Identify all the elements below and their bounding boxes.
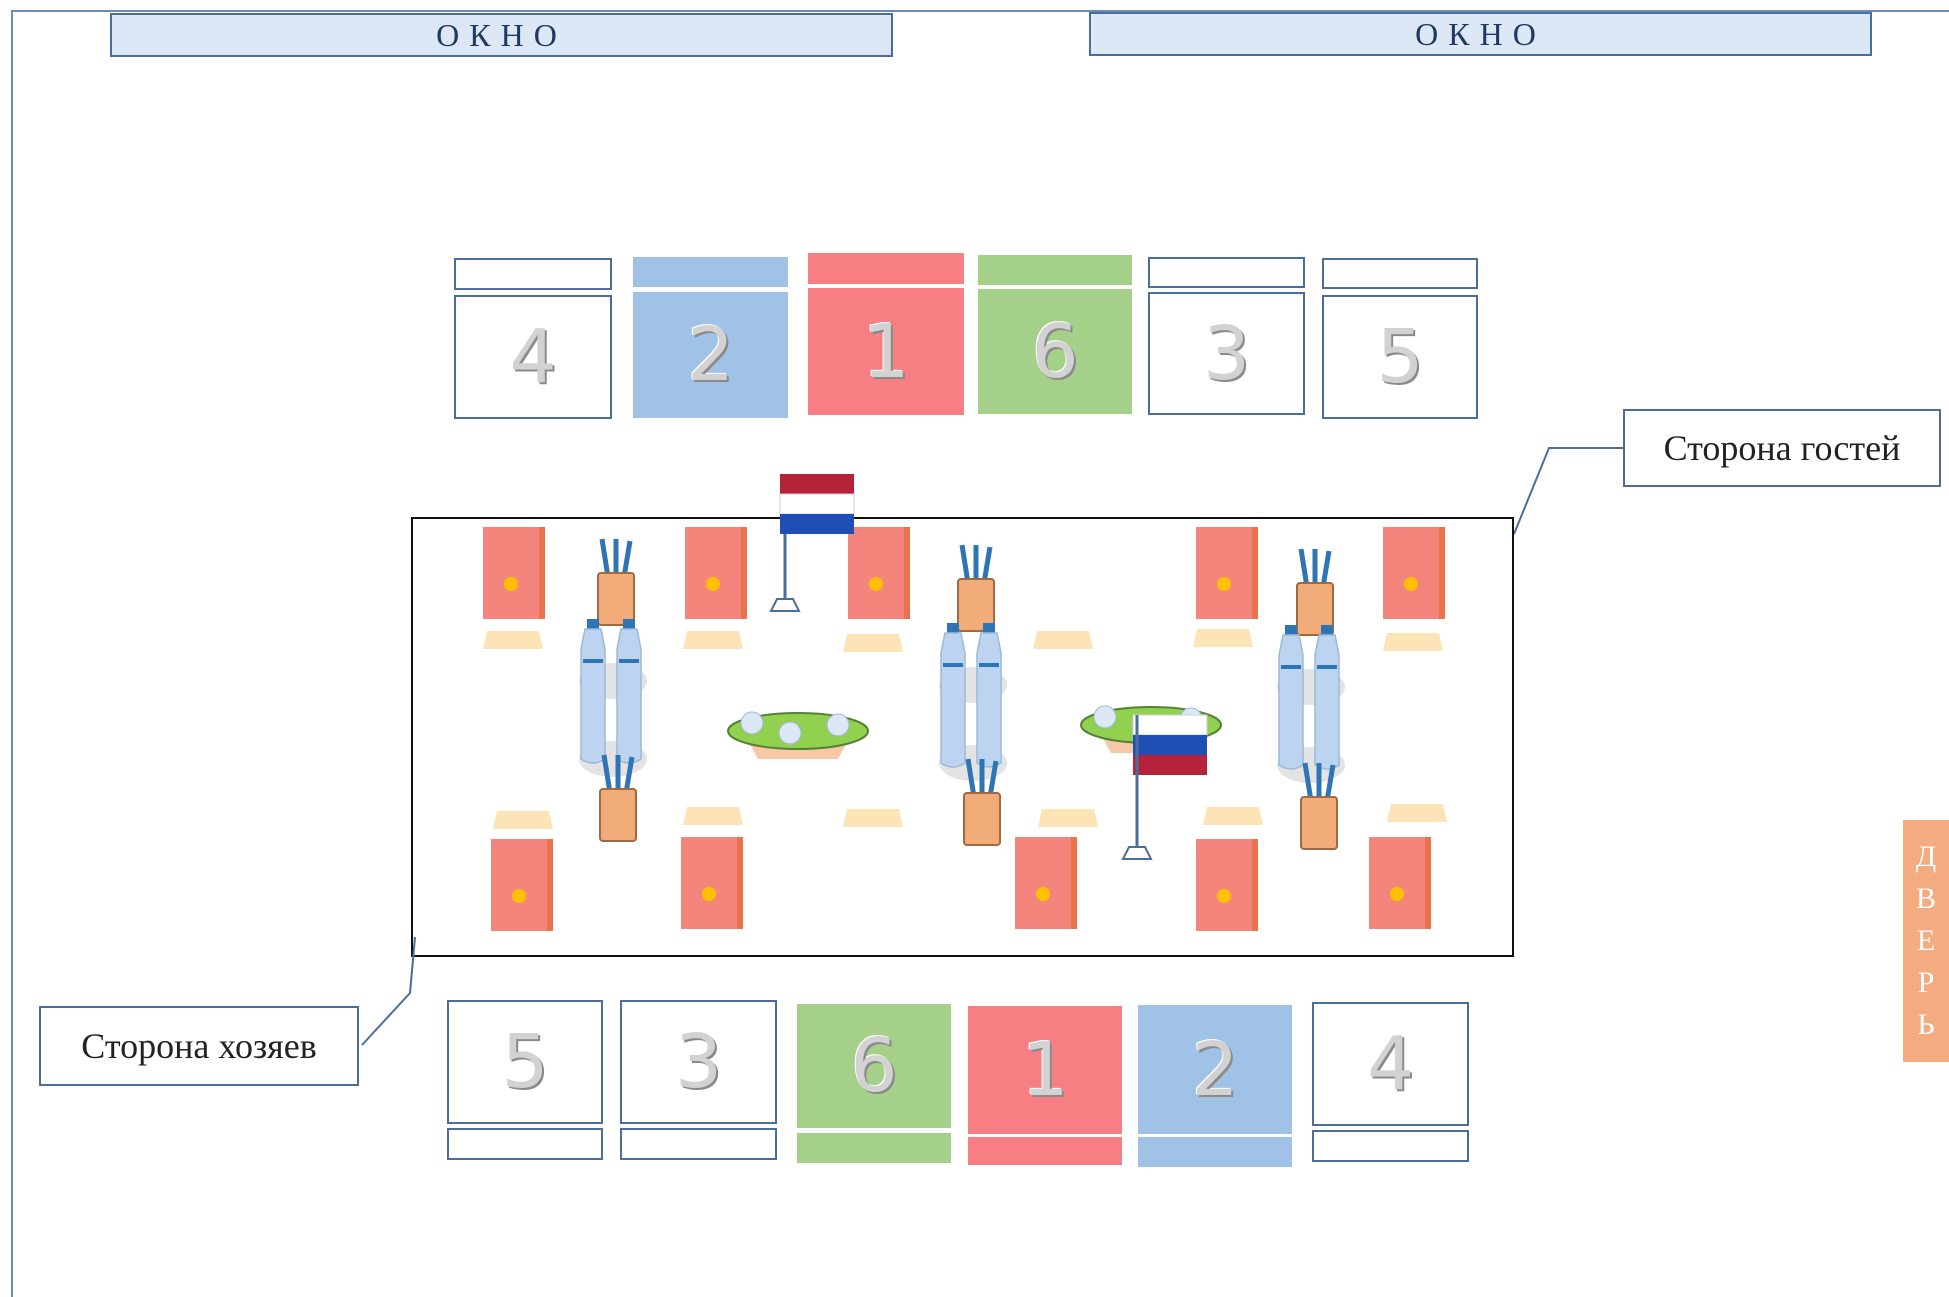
seat-name-strip [1322,258,1478,289]
guest-seat-2[interactable]: 2 [633,292,788,418]
folder-icon [681,837,743,929]
water-bottles-icon [1277,625,1345,783]
door-letter: В [1916,878,1936,920]
table-setting-illustration [413,519,1512,955]
seat-number: 3 [675,1019,722,1105]
door: Д В Е Р Ь [1903,820,1949,1062]
pencil-cup-icon [600,755,636,841]
door-letter: Ь [1917,1004,1934,1046]
guest-seat-1[interactable]: 1 [808,288,964,415]
guest-seat-5[interactable]: 5 [1322,295,1478,419]
pencil-cup-icon [1301,763,1337,849]
guest-callout-line [1510,440,1630,540]
negotiation-table [411,517,1514,957]
door-letter: Р [1918,962,1935,1004]
seat-number: 6 [850,1023,897,1109]
host-seat-2[interactable]: 2 [1138,1005,1292,1134]
seat-number: 4 [1367,1021,1414,1107]
seat-name-strip [454,258,612,290]
folder-icon [491,839,553,931]
room-wall-left [11,10,13,1297]
folder-icon [1196,839,1258,931]
door-letter: Е [1917,920,1935,962]
seat-number: 6 [1031,309,1078,395]
host-seat-5[interactable]: 5 [447,1000,603,1124]
pencil-cup-icon [1297,549,1333,635]
seat-name-strip [808,253,964,284]
seat-number: 5 [1376,314,1423,400]
host-seat-4[interactable]: 4 [1312,1002,1469,1126]
host-seat-6[interactable]: 6 [797,1004,951,1128]
seat-name-strip [1312,1130,1469,1162]
folder-icon [1369,837,1431,929]
pencil-cup-icon [598,539,634,625]
window-right: ОКНО [1089,12,1872,56]
guest-seat-6[interactable]: 6 [978,289,1132,414]
seat-name-strip [968,1137,1122,1165]
host-side-label: Сторона хозяев [39,1006,359,1086]
guest-seat-3[interactable]: 3 [1148,292,1305,415]
host-seat-3[interactable]: 3 [620,1000,777,1124]
guest-seat-4[interactable]: 4 [454,295,612,419]
water-bottles-icon [579,619,647,777]
seat-name-strip [1138,1137,1292,1167]
folder-icon [1383,527,1445,619]
folder-icon [1015,837,1077,929]
pencil-cup-icon [958,545,994,631]
seat-name-strip [620,1128,777,1160]
door-letter: Д [1916,836,1936,878]
guest-side-label: Сторона гостей [1623,409,1941,487]
folder-icon [685,527,747,619]
seat-name-strip [633,257,788,287]
netherlands-flag-cloth [778,470,858,540]
seat-name-strip [1148,257,1305,288]
seat-number: 3 [1203,311,1250,397]
seat-number: 2 [687,312,734,398]
seat-name-strip [447,1128,603,1160]
seat-number: 5 [501,1019,548,1105]
host-callout-line [360,935,420,1050]
folder-icon [483,527,545,619]
folder-icon [1196,527,1258,619]
host-seat-1[interactable]: 1 [968,1006,1122,1134]
seat-name-strip [978,255,1132,285]
flower-arrangement-icon [728,712,868,759]
folder-icon [848,527,910,619]
seat-number: 4 [509,314,556,400]
pencil-cup-icon [964,759,1000,845]
water-bottles-icon [939,623,1007,781]
seat-number: 1 [862,309,909,395]
seat-number: 2 [1191,1027,1238,1113]
russia-flag-icon [1123,715,1207,859]
window-left: ОКНО [110,13,893,57]
seat-name-strip [797,1133,951,1163]
seat-number: 1 [1021,1027,1068,1113]
